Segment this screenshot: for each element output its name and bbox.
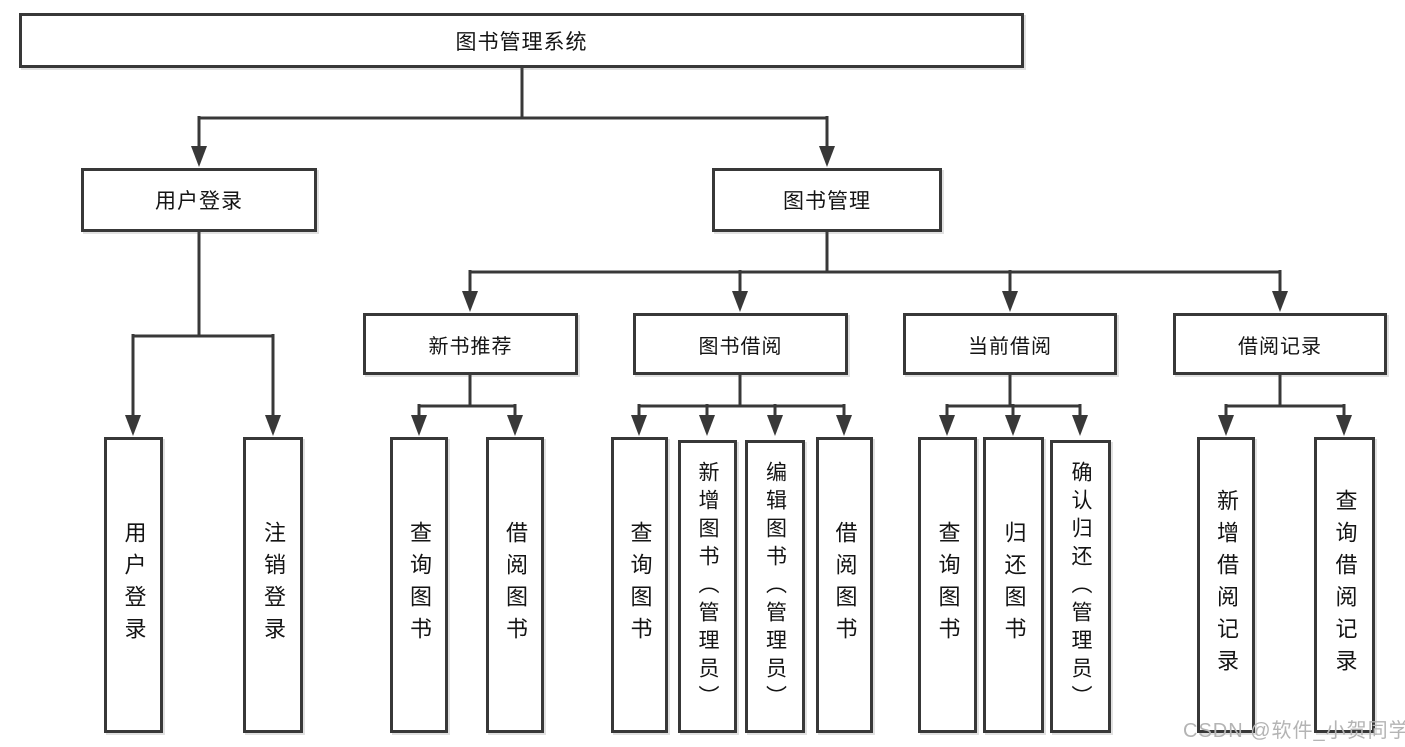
node-current-borrowing-label: 当前借阅: [968, 335, 1052, 358]
node-new-book-recommend-label: 新书推荐: [428, 335, 513, 358]
node-borrowing-records: 借阅记录: [1173, 313, 1387, 375]
leaf-user-login-label: 用户登录: [121, 521, 147, 649]
leaf-query-books-current: 查询图书: [918, 437, 977, 733]
node-borrowing-records-label: 借阅记录: [1238, 335, 1322, 358]
leaf-borrow-books-borrow: 借阅图书: [816, 437, 873, 733]
leaf-add-book-admin: 新增图书（管理员）: [678, 440, 737, 733]
leaf-query-books-recommend-label: 查询图书: [407, 521, 432, 649]
leaf-borrow-books-recommend: 借阅图书: [486, 437, 544, 733]
leaf-edit-book-admin-label: 编辑图书（管理员）: [763, 460, 787, 713]
watermark: CSDN @软件_小贺同学: [1183, 720, 1405, 742]
node-current-borrowing: 当前借阅: [903, 313, 1117, 375]
leaf-borrow-books-recommend-label: 借阅图书: [503, 521, 528, 649]
leaf-confirm-return-admin: 确认归还（管理员）: [1050, 440, 1111, 733]
leaf-query-books-current-label: 查询图书: [935, 521, 961, 649]
leaf-query-books-recommend: 查询图书: [390, 437, 448, 733]
node-user-login: 用户登录: [81, 168, 317, 232]
node-book-management: 图书管理: [712, 168, 942, 232]
leaf-edit-book-admin: 编辑图书（管理员）: [745, 440, 805, 733]
leaf-query-borrow-record-label: 查询借阅记录: [1332, 489, 1358, 681]
leaf-query-books-borrow: 查询图书: [611, 437, 668, 733]
node-root-label: 图书管理系统: [455, 30, 588, 54]
leaf-logout: 注销登录: [243, 437, 303, 733]
leaf-return-book-label: 归还图书: [1001, 521, 1027, 649]
leaf-add-borrow-record-label: 新增借阅记录: [1214, 489, 1239, 681]
node-user-login-label: 用户登录: [155, 190, 243, 213]
node-new-book-recommend: 新书推荐: [363, 313, 578, 375]
leaf-user-login: 用户登录: [104, 437, 163, 733]
leaf-query-borrow-record: 查询借阅记录: [1314, 437, 1375, 733]
leaf-borrow-books-borrow-label: 借阅图书: [832, 521, 858, 649]
node-root: 图书管理系统: [19, 13, 1024, 68]
leaf-add-borrow-record: 新增借阅记录: [1197, 437, 1255, 733]
node-book-management-label: 图书管理: [783, 190, 871, 213]
leaf-return-book: 归还图书: [983, 437, 1044, 733]
leaf-query-books-borrow-label: 查询图书: [627, 521, 653, 649]
node-book-borrowing-label: 图书借阅: [698, 335, 783, 358]
node-book-borrowing: 图书借阅: [633, 313, 848, 375]
leaf-logout-label: 注销登录: [261, 521, 286, 649]
leaf-confirm-return-admin-label: 确认归还（管理员）: [1069, 460, 1092, 713]
leaf-add-book-admin-label: 新增图书（管理员）: [696, 460, 719, 713]
